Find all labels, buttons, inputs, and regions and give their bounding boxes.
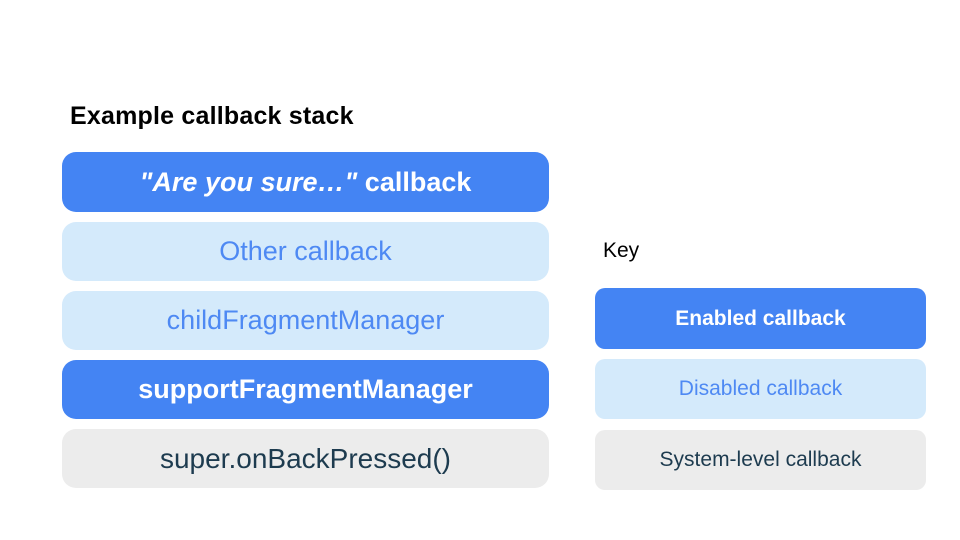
key-item-label: Disabled callback	[678, 377, 843, 400]
stack-item-super-on-back-pressed: super.onBackPressed()	[62, 429, 549, 488]
stack-title: Example callback stack	[70, 102, 354, 130]
stack-item-label: super.onBackPressed()	[159, 442, 452, 474]
stack-item-label: "Are you sure…" callback	[140, 167, 472, 198]
stack-item-child-fragment-manager: childFragmentManager	[62, 291, 549, 350]
stack-item-support-fragment-manager: supportFragmentManager	[62, 360, 549, 419]
stack-item-label-italic: "Are you sure…"	[139, 166, 358, 197]
key-item-label: Enabled callback	[675, 306, 846, 330]
stack-item-other-callback: Other callback	[62, 222, 549, 281]
stack-item-label: supportFragmentManager	[138, 374, 473, 404]
key-item-disabled-callback: Disabled callback	[595, 359, 926, 419]
stack-item-label-rest: callback	[357, 166, 472, 197]
stack-item-are-you-sure-callback: "Are you sure…" callback	[62, 152, 549, 212]
stack-item-label: childFragmentManager	[166, 305, 445, 335]
stack-item-label: Other callback	[219, 236, 392, 266]
key-item-system-level-callback: System-level callback	[595, 430, 926, 490]
key-item-label: System-level callback	[659, 448, 862, 471]
key-title: Key	[603, 239, 640, 262]
key-item-enabled-callback: Enabled callback	[595, 288, 926, 349]
